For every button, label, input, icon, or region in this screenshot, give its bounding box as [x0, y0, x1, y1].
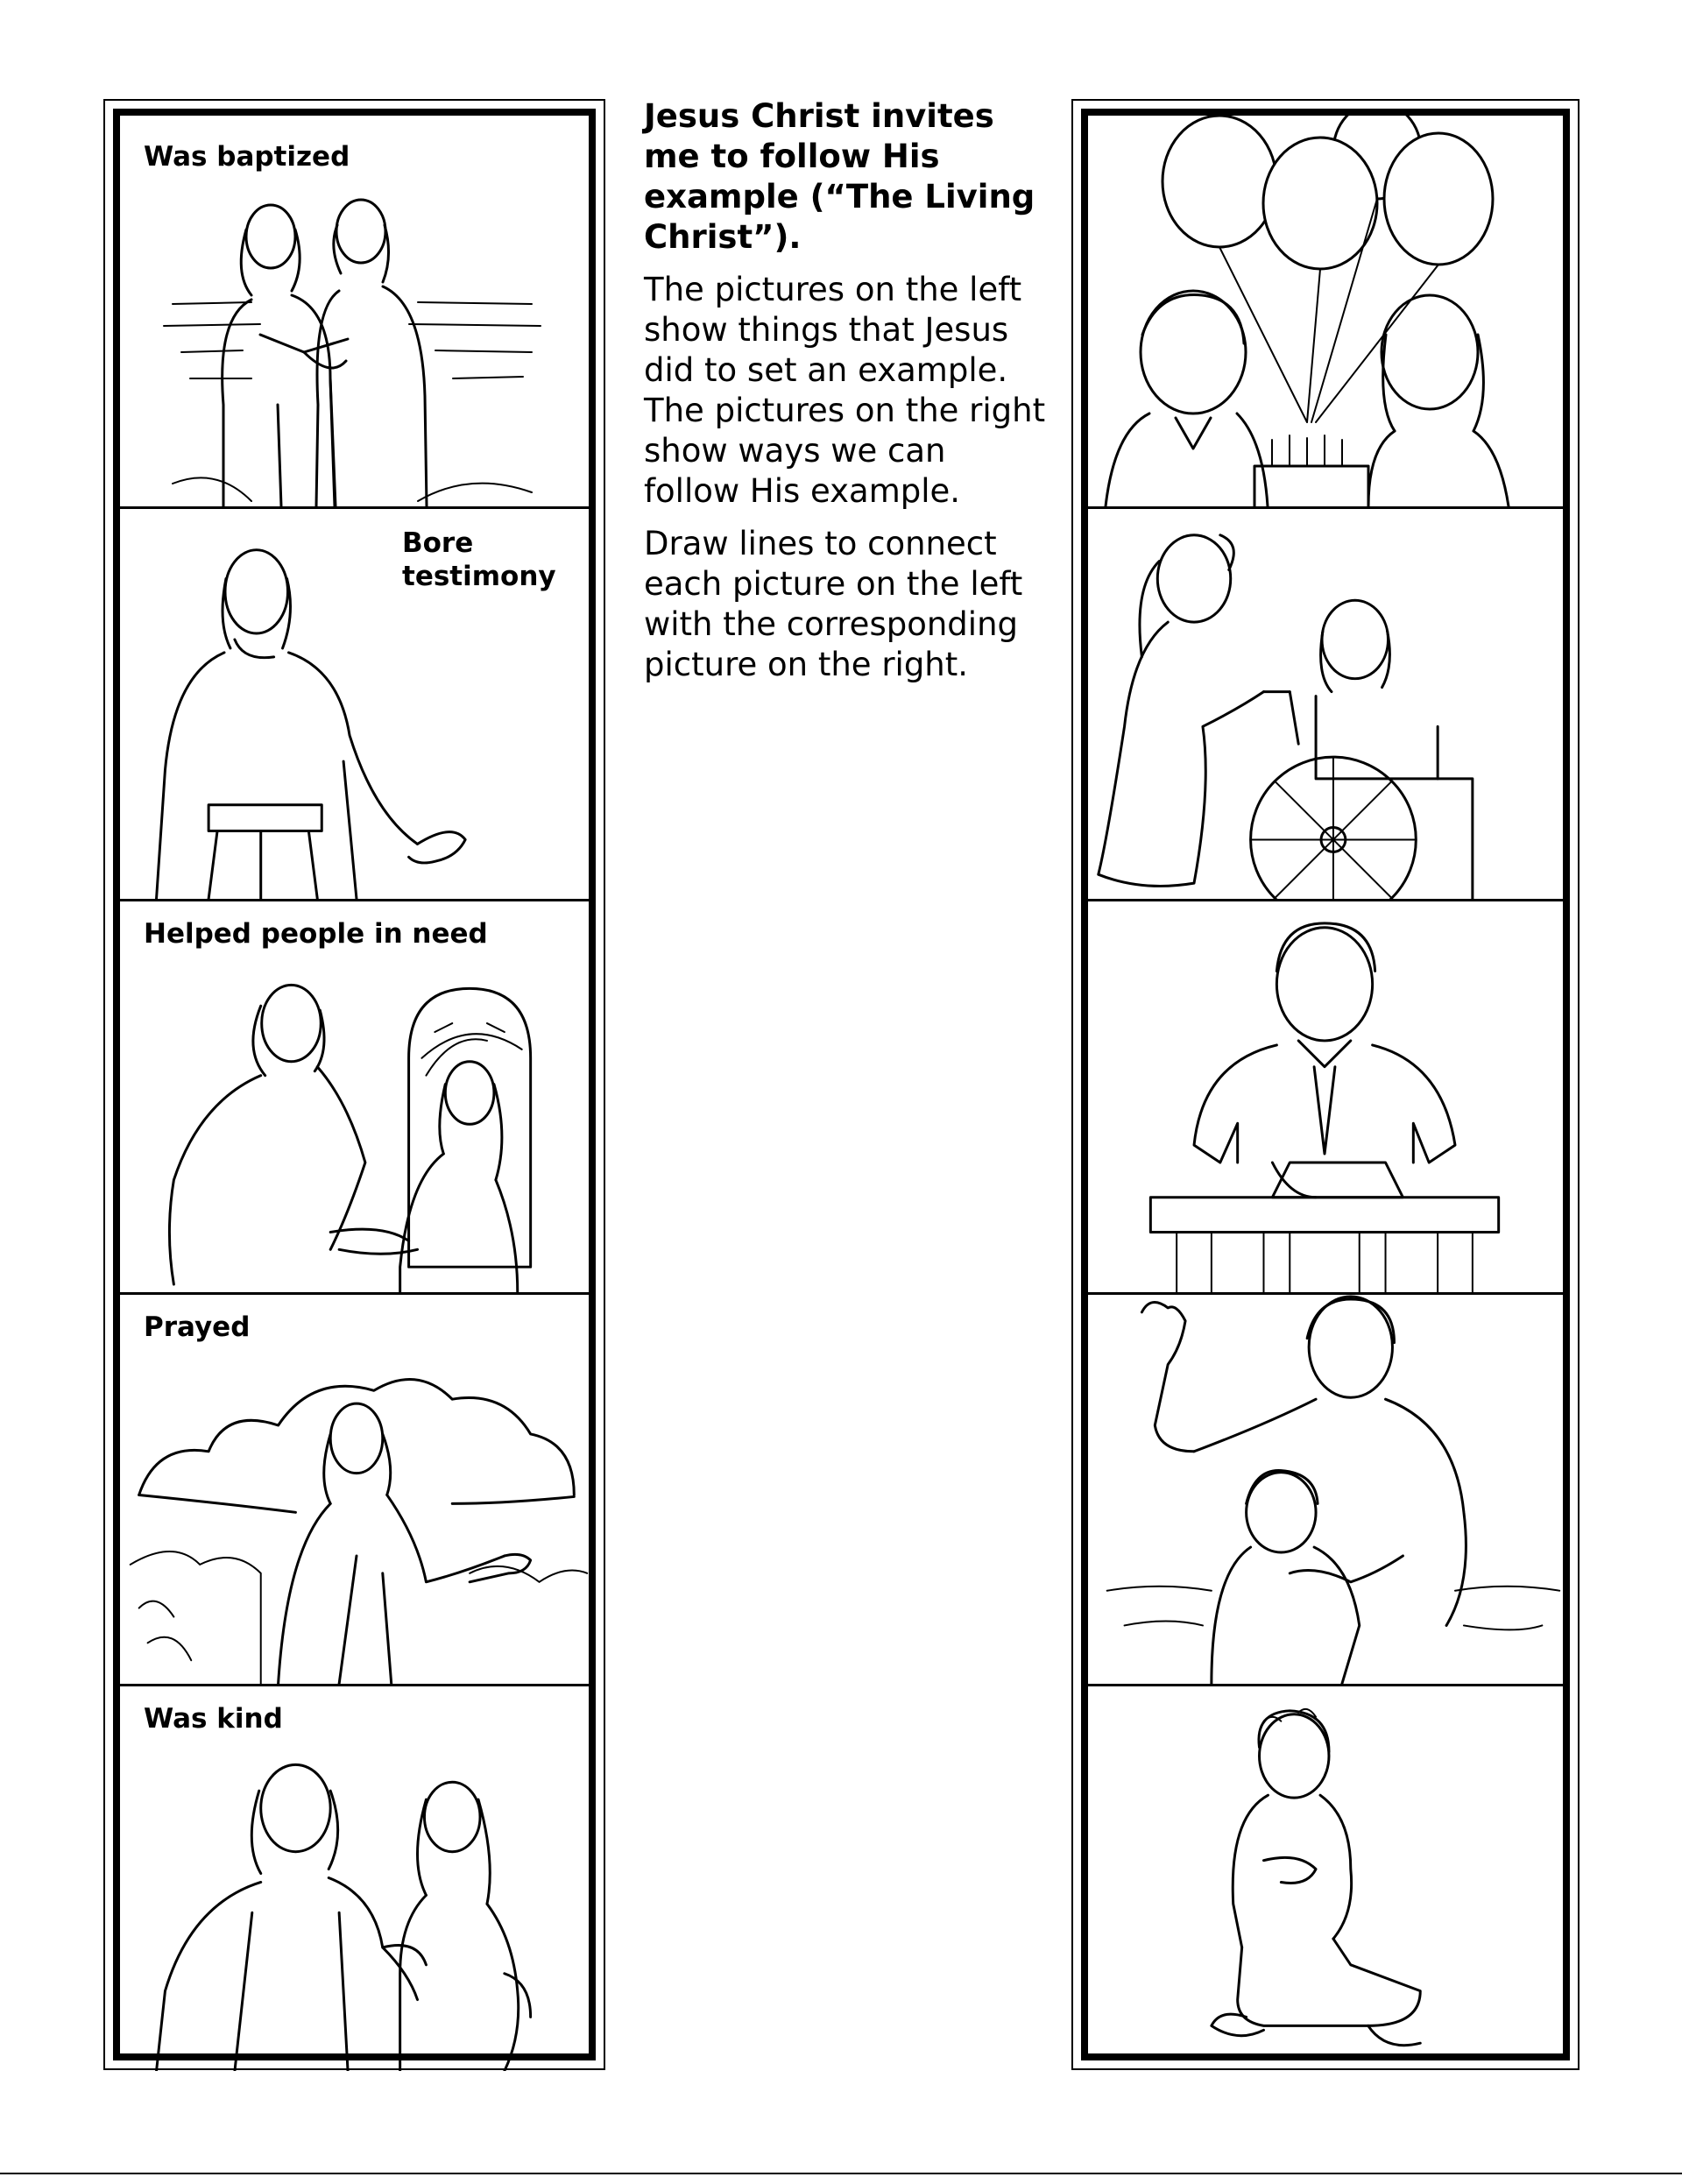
left-panel-prayed[interactable]: Prayed: [120, 1292, 589, 1684]
left-picture-strip: Was baptized Bore testimony: [103, 99, 605, 2071]
helping-illustration: [167, 983, 533, 1292]
caption-helped-people: Helped people in need: [144, 918, 488, 950]
page-bottom-rule: [0, 2173, 1682, 2174]
left-panel-kind[interactable]: Was kind: [120, 1684, 589, 2071]
birthday-party-illustration: [1104, 116, 1510, 506]
right-panel-birthday[interactable]: [1088, 116, 1563, 506]
girl-kneeling-prayer-illustration: [1210, 1707, 1422, 2047]
teaching-illustration: [155, 548, 467, 899]
praying-illustration: [129, 1378, 589, 1684]
child-baptism-illustration: [1106, 1295, 1561, 1684]
boy-giving-talk-illustration: [1148, 922, 1501, 1292]
wheelchair-help-illustration: [1097, 534, 1474, 899]
caption-bore-testimony: Bore testimony: [402, 527, 556, 592]
instructions-paragraph-1: The pictures on the left show things tha…: [644, 271, 1046, 510]
left-panel-helped[interactable]: Helped people in need: [120, 899, 589, 1292]
instructions-title: Jesus Christ invites me to follow His ex…: [644, 97, 1035, 256]
caption-was-baptized: Was baptized: [144, 141, 350, 173]
right-panel-talk[interactable]: [1088, 899, 1563, 1292]
right-panel-baptism[interactable]: [1088, 1292, 1563, 1684]
right-picture-strip: [1071, 99, 1580, 2070]
left-strip-frame: Was baptized Bore testimony: [113, 109, 596, 2071]
left-panel-testimony[interactable]: Bore testimony: [120, 506, 589, 899]
caption-prayed: Prayed: [144, 1311, 251, 1343]
right-panel-wheelchair[interactable]: [1088, 506, 1563, 899]
right-panel-prayer[interactable]: [1088, 1684, 1563, 2071]
left-panel-baptized[interactable]: Was baptized: [120, 116, 589, 506]
instructions-block: Jesus Christ invites me to follow His ex…: [644, 96, 1047, 697]
right-strip-frame: [1081, 109, 1570, 2060]
instructions-paragraph-2: Draw lines to connect each picture on th…: [644, 525, 1023, 683]
kindness-illustration: [155, 1763, 533, 2071]
baptism-illustration: [163, 198, 541, 506]
caption-was-kind: Was kind: [144, 1703, 283, 1735]
